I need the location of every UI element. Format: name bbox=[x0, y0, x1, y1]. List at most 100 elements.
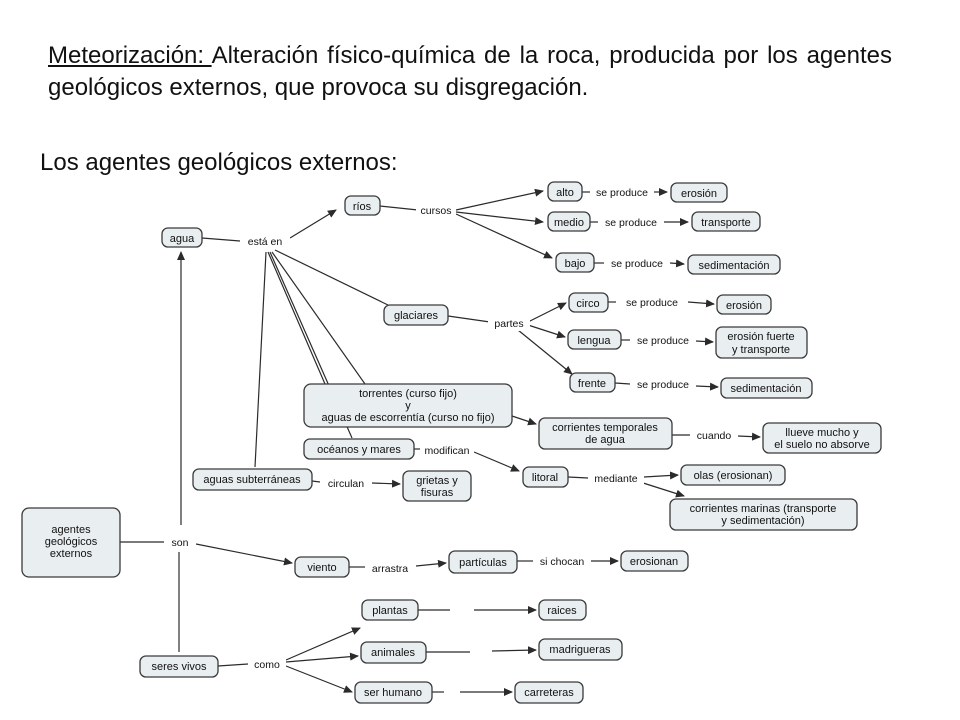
svg-text:fisuras: fisuras bbox=[421, 487, 454, 499]
svg-text:corrientes temporales: corrientes temporales bbox=[552, 422, 658, 434]
svg-text:litoral: litoral bbox=[532, 472, 558, 484]
link-label-cursos: cursos bbox=[421, 205, 452, 217]
svg-text:torrentes (curso fijo): torrentes (curso fijo) bbox=[359, 388, 457, 400]
node-viento: viento bbox=[294, 556, 350, 578]
link-label-partes: partes bbox=[494, 318, 523, 330]
node-llueve: llueve mucho y el suelo no absorve bbox=[762, 422, 882, 454]
svg-text:y transporte: y transporte bbox=[732, 344, 790, 356]
svg-text:sedimentación: sedimentación bbox=[699, 260, 770, 272]
svg-text:bajo: bajo bbox=[565, 258, 586, 270]
link-label-esta-en: está en bbox=[248, 236, 283, 248]
node-sedimentacion: sedimentación bbox=[720, 377, 813, 399]
link-label-se-produce: se produce bbox=[637, 335, 689, 347]
svg-text:animales: animales bbox=[371, 647, 416, 659]
link-label-se-produce: se produce bbox=[596, 187, 648, 199]
node-torrentes: torrentes (curso fijo) y aguas de escorr… bbox=[303, 383, 513, 428]
node-particulas: partículas bbox=[448, 550, 518, 574]
node-madrigueras: madrigueras bbox=[538, 638, 623, 661]
svg-text:corrientes marinas (transporte: corrientes marinas (transporte bbox=[690, 503, 837, 515]
concept-map: está en cursos se produce se produce se … bbox=[21, 181, 882, 704]
link-label-cuando: cuando bbox=[697, 430, 732, 442]
svg-text:medio: medio bbox=[554, 217, 584, 229]
svg-text:plantas: plantas bbox=[372, 605, 408, 617]
svg-text:partículas: partículas bbox=[459, 557, 507, 569]
node-seres-vivos: seres vivos bbox=[139, 655, 219, 678]
node-corrientes-temporales: corrientes temporales de agua bbox=[538, 417, 673, 450]
svg-text:de agua: de agua bbox=[585, 434, 626, 446]
link-label-se-produce: se produce bbox=[605, 217, 657, 229]
svg-text:el suelo no absorve: el suelo no absorve bbox=[774, 439, 869, 451]
svg-text:agentes: agentes bbox=[51, 524, 91, 536]
node-erosion: erosión bbox=[670, 182, 728, 203]
svg-text:sedimentación: sedimentación bbox=[731, 383, 802, 395]
node-rios: ríos bbox=[344, 195, 381, 216]
node-raices: raices bbox=[538, 599, 587, 621]
node-agua: agua bbox=[161, 227, 203, 248]
svg-text:ser humano: ser humano bbox=[364, 687, 422, 699]
svg-text:geológicos: geológicos bbox=[45, 536, 98, 548]
node-medio: medio bbox=[547, 211, 591, 232]
node-olas: olas (erosionan) bbox=[680, 464, 786, 486]
svg-text:lengua: lengua bbox=[577, 335, 611, 347]
node-alto: alto bbox=[547, 181, 583, 202]
svg-text:externos: externos bbox=[50, 548, 93, 560]
link-label-como: como bbox=[254, 659, 280, 671]
svg-text:y sedimentación): y sedimentación) bbox=[721, 515, 804, 527]
svg-text:aguas de escorrentía (curso no: aguas de escorrentía (curso no fijo) bbox=[321, 412, 494, 424]
svg-text:ríos: ríos bbox=[353, 201, 372, 213]
node-lengua: lengua bbox=[567, 329, 622, 350]
node-circo: circo bbox=[568, 292, 609, 313]
node-plantas: plantas bbox=[361, 599, 419, 621]
svg-text:aguas subterráneas: aguas subterráneas bbox=[203, 474, 301, 486]
node-grietas: grietas y fisuras bbox=[402, 470, 472, 502]
link-label-modifican: modifican bbox=[425, 445, 470, 457]
node-glaciares: glaciares bbox=[383, 304, 449, 326]
node-frente: frente bbox=[569, 372, 616, 393]
link-label-se-produce: se produce bbox=[611, 258, 663, 270]
node-agentes: agentes geológicos externos bbox=[21, 507, 121, 578]
node-transporte: transporte bbox=[691, 211, 761, 232]
svg-text:alto: alto bbox=[556, 187, 574, 199]
svg-text:erosión: erosión bbox=[726, 300, 762, 312]
svg-text:océanos y mares: océanos y mares bbox=[317, 444, 401, 456]
svg-text:agua: agua bbox=[170, 233, 195, 245]
svg-text:circo: circo bbox=[576, 298, 599, 310]
svg-text:erosión: erosión bbox=[681, 188, 717, 200]
node-aguas-subterraneas: aguas subterráneas bbox=[192, 468, 313, 491]
svg-text:grietas y: grietas y bbox=[416, 475, 458, 487]
node-ser-humano: ser humano bbox=[354, 681, 433, 704]
svg-text:madrigueras: madrigueras bbox=[549, 644, 611, 656]
link-label-se-produce: se produce bbox=[637, 379, 689, 391]
node-sedimentacion: sedimentación bbox=[687, 254, 781, 275]
link-labels: está en cursos se produce se produce se … bbox=[164, 185, 738, 671]
definition-text: Alteración físico-química de la roca, pr… bbox=[48, 42, 892, 101]
svg-text:raices: raices bbox=[547, 605, 577, 617]
svg-text:olas (erosionan): olas (erosionan) bbox=[694, 470, 773, 482]
link-label-son: son bbox=[172, 537, 189, 549]
link-label-mediante: mediante bbox=[594, 473, 637, 485]
node-litoral: litoral bbox=[522, 466, 569, 488]
definition-paragraph: Meteorización: Alteración físico-química… bbox=[48, 40, 892, 104]
svg-text:carreteras: carreteras bbox=[524, 687, 574, 699]
node-bajo: bajo bbox=[555, 252, 595, 273]
svg-text:seres vivos: seres vivos bbox=[151, 661, 207, 673]
node-carreteras: carreteras bbox=[514, 681, 584, 704]
node-corrientes-marinas: corrientes marinas (transporte y sedimen… bbox=[669, 498, 858, 531]
node-erosion: erosión bbox=[716, 294, 772, 315]
link-label-arrastra: arrastra bbox=[372, 563, 408, 575]
node-erosion-fuerte: erosión fuerte y transporte bbox=[715, 326, 808, 359]
link-label-circulan: circulan bbox=[328, 478, 364, 490]
node-erosionan: erosionan bbox=[620, 550, 689, 572]
node-oceanos: océanos y mares bbox=[303, 438, 415, 460]
svg-text:llueve mucho y: llueve mucho y bbox=[785, 427, 859, 439]
svg-text:transporte: transporte bbox=[701, 217, 751, 229]
svg-text:erosión fuerte: erosión fuerte bbox=[727, 331, 794, 343]
svg-text:viento: viento bbox=[307, 562, 336, 574]
svg-text:frente: frente bbox=[578, 378, 606, 390]
link-label-si-chocan: si chocan bbox=[540, 556, 585, 568]
node-animales: animales bbox=[360, 641, 427, 664]
svg-text:erosionan: erosionan bbox=[630, 556, 678, 568]
link-label-se-produce: se produce bbox=[626, 297, 678, 309]
concept-map-heading: Los agentes geológicos externos: bbox=[40, 149, 398, 176]
svg-text:glaciares: glaciares bbox=[394, 310, 439, 322]
